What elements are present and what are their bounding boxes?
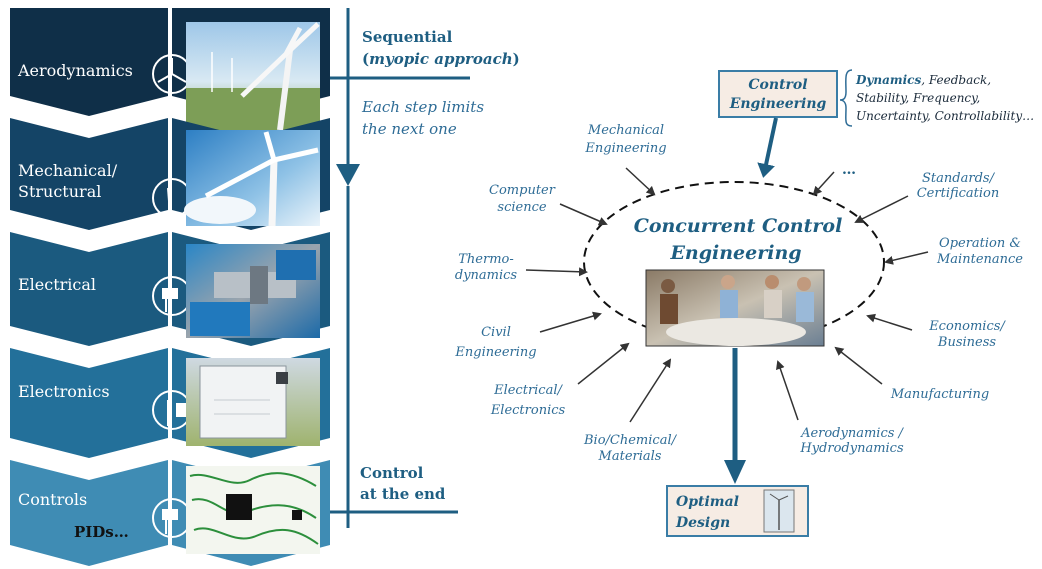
- sequential-subtitle: (myopic approach): [362, 50, 520, 68]
- turbine-sky-photo: [184, 130, 320, 227]
- team-meeting-photo: [645, 269, 825, 347]
- arrow-bio: [629, 358, 672, 423]
- line: Engineering: [454, 345, 536, 360]
- subtitle-open: (: [362, 50, 369, 68]
- line: Hydrodynamics: [799, 441, 904, 456]
- line: science: [497, 200, 546, 215]
- arrow-manufacturing: [834, 346, 883, 385]
- line: Civil: [481, 325, 511, 340]
- arrow-operation: [884, 251, 929, 265]
- control-topics-line2: Stability, Frequency,: [856, 91, 980, 105]
- more-disciplines-ellipsis: …: [842, 162, 856, 178]
- line: dynamics: [455, 268, 518, 283]
- arrow-thermo: [525, 267, 588, 277]
- line: Electronics: [490, 403, 566, 418]
- line: Materials: [598, 449, 662, 464]
- line: Economics/: [928, 319, 1006, 334]
- arrow-more: [812, 171, 835, 196]
- to-optimal-arrowhead: [724, 460, 746, 484]
- concurrent-title-line2: Engineering: [669, 242, 801, 264]
- control-to-concurrent-arrow: [757, 117, 778, 178]
- line: Standards/: [922, 171, 996, 186]
- discipline-aero-hydrodynamics: Aerodynamics /Hydrodynamics: [799, 426, 904, 456]
- control-at-end-line1: Control: [360, 464, 424, 482]
- control-at-end-line2: at the end: [360, 485, 446, 503]
- subtitle-close: ): [513, 50, 520, 68]
- line: Operation &: [939, 236, 1021, 251]
- stage-label: Electrical: [18, 275, 96, 294]
- optimal-line1: Optimal: [676, 494, 739, 510]
- stage-electronics: Electronics: [10, 348, 330, 458]
- discipline-thermodynamics: Thermo-dynamics: [455, 252, 518, 283]
- stage-controls: Controls PIDs…: [10, 460, 330, 566]
- stage-aerodynamics: Aerodynamics: [10, 8, 330, 131]
- stage-label: Aerodynamics: [17, 61, 133, 80]
- arrow-civil: [539, 311, 602, 333]
- sequential-arrow: [330, 8, 470, 528]
- optimal-design-box: Optimal Design: [666, 485, 809, 537]
- stage-mechanical-structural: Mechanical/ Structural: [10, 118, 330, 230]
- arrow-standards: [854, 195, 909, 223]
- sequential-title: Sequential: [362, 28, 453, 46]
- stage-electrical: Electrical: [10, 232, 330, 346]
- power-cabinet-photo: [186, 358, 320, 446]
- control-topics-line3: Uncertainty, Controllability…: [856, 109, 1034, 123]
- stage-label: Mechanical/ Structural: [18, 161, 122, 201]
- topics-brace: [839, 69, 853, 127]
- line: Maintenance: [936, 252, 1023, 267]
- stage-label-line2: Structural: [18, 182, 101, 201]
- concurrent-title-line1: Concurrent Control: [634, 215, 843, 237]
- sequential-caption-line2: the next one: [362, 120, 457, 138]
- line: Electrical/: [493, 383, 563, 398]
- discipline-economics-business: Economics/Business: [928, 319, 1006, 350]
- pids-note: PIDs…: [74, 523, 129, 541]
- arrow-computer: [559, 203, 608, 226]
- line: Bio/Chemical/: [583, 433, 678, 448]
- control-topics-line1: Dynamics, Feedback,: [855, 73, 991, 87]
- generator-machinery-photo: [186, 244, 320, 338]
- circuit-board-photo: [186, 466, 320, 554]
- wind-farm-photo: [186, 22, 320, 131]
- discipline-manufacturing: Manufacturing: [890, 387, 989, 402]
- line: Mechanical: [587, 123, 664, 138]
- sequential-caption-line1: Each step limits: [361, 98, 484, 116]
- line: Aerodynamics /: [800, 426, 904, 441]
- control-box-line2: Engineering: [729, 96, 827, 112]
- subtitle-italic: myopic approach: [369, 50, 513, 68]
- stage-label-line1: Mechanical/: [18, 161, 118, 180]
- arrow-economics: [866, 313, 913, 331]
- discipline-bio-chemical-materials: Bio/Chemical/Materials: [583, 433, 678, 464]
- line: Thermo-: [458, 252, 514, 267]
- arrow-aero: [776, 360, 799, 421]
- topic-dynamics: Dynamics: [855, 73, 921, 87]
- control-box-line1: Control: [748, 77, 807, 93]
- arrow-electrical: [577, 342, 630, 385]
- line: Manufacturing: [890, 387, 989, 402]
- line: Business: [937, 335, 996, 350]
- line: Certification: [917, 186, 1000, 201]
- topic-rest: , Feedback,: [921, 73, 991, 87]
- optimal-line2: Design: [675, 515, 730, 531]
- stage-label: Electronics: [18, 382, 110, 401]
- discipline-operation-maintenance: Operation &Maintenance: [936, 236, 1023, 267]
- stage-label: Controls: [18, 490, 87, 509]
- discipline-computer-science: Computer science: [489, 183, 556, 215]
- control-engineering-box: Control Engineering: [718, 70, 838, 118]
- discipline-electrical-electronics: Electrical/Electronics: [490, 383, 566, 418]
- line: Computer: [489, 183, 556, 198]
- line: Engineering: [584, 141, 666, 156]
- arrow-mechanical: [625, 167, 656, 196]
- turbine-thumbnail-photo: [763, 489, 795, 533]
- discipline-standards-certification: Standards/Certification: [917, 171, 1000, 201]
